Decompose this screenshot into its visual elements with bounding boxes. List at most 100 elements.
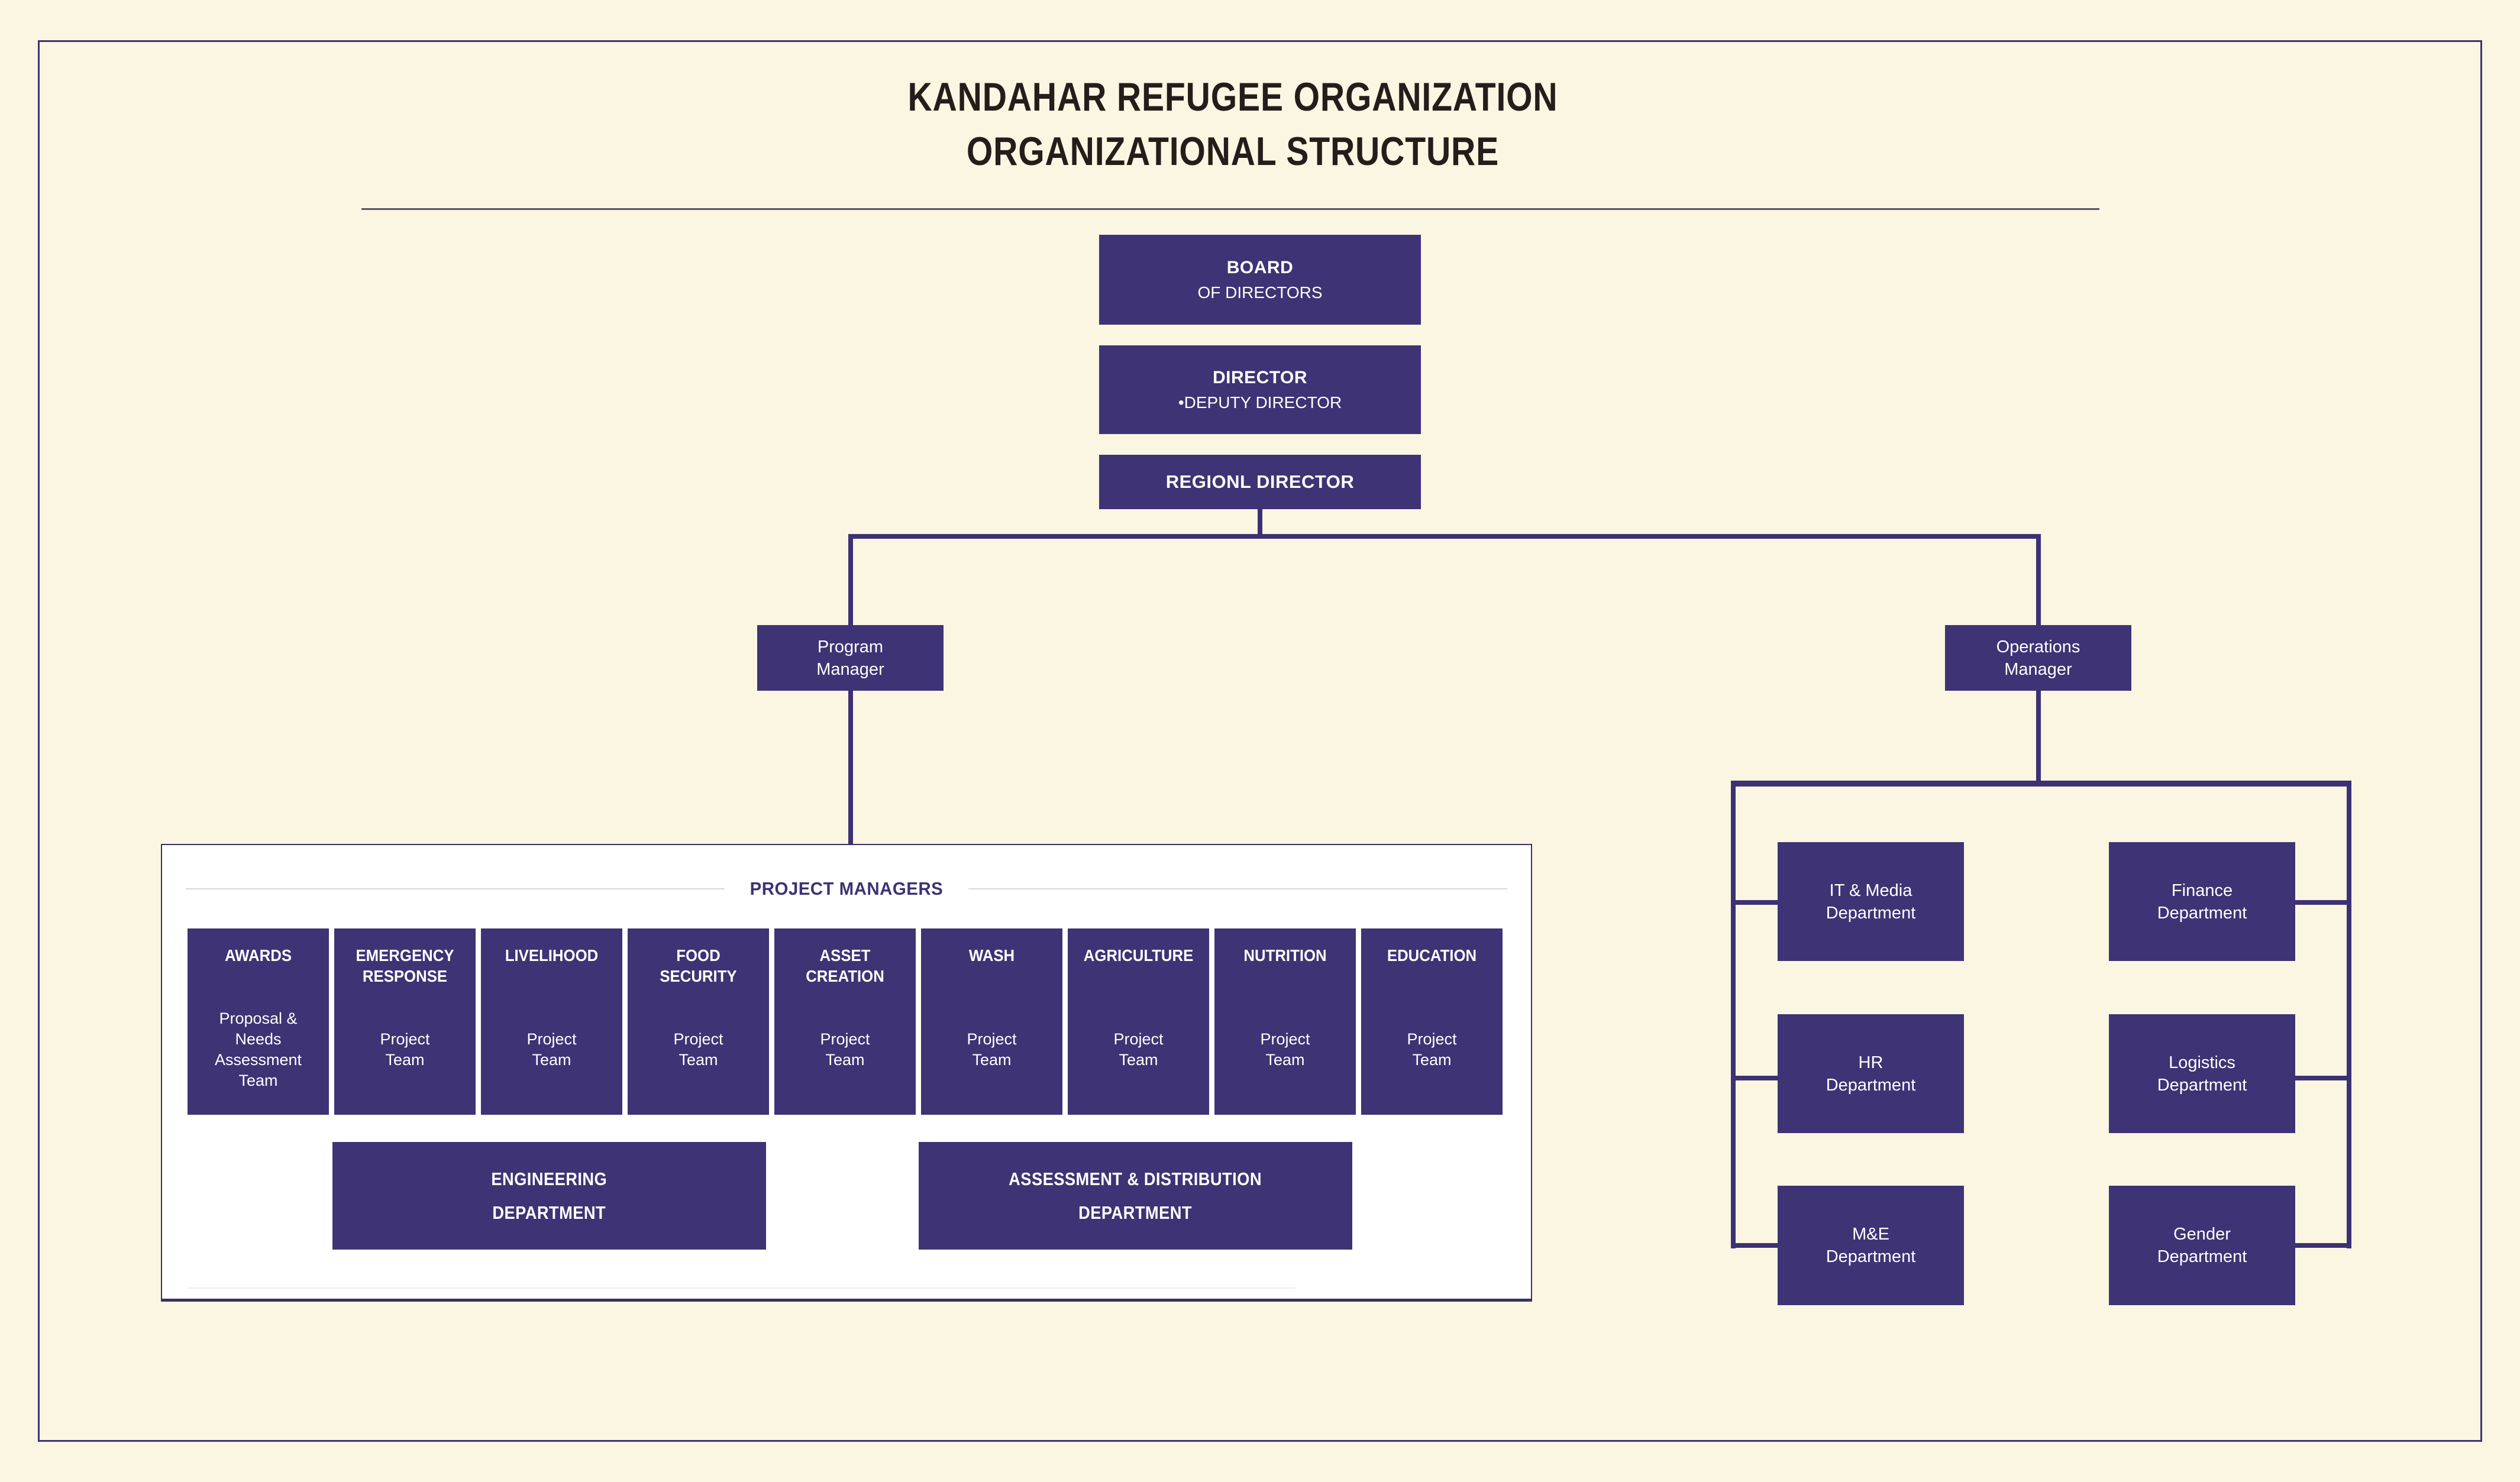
connector-operations-bracket-left <box>1731 781 1736 1248</box>
heading-rule-right <box>968 888 1507 889</box>
board-line2: OF DIRECTORS <box>1197 283 1323 302</box>
team-subtitle: Proposal & Needs Assessment Team <box>188 1008 329 1091</box>
connector-stub-it-media <box>1731 900 1779 905</box>
panel-footer-rule <box>188 1287 1295 1289</box>
team-box-agriculture: AGRICULTURE Project Team <box>1068 928 1209 1115</box>
dept-line1: ASSESSMENT & DISTRIBUTION <box>1009 1168 1262 1189</box>
team-subtitle-line: Team <box>679 1050 718 1069</box>
team-title: FOOD SECURITY <box>660 946 737 985</box>
board-line1: BOARD <box>1226 257 1294 277</box>
connector-stub-logistics <box>2294 1076 2351 1080</box>
team-subtitle-line: Project <box>820 1030 870 1048</box>
project-managers-heading: PROJECT MANAGERS <box>749 878 944 899</box>
page-title-line1: KANDAHAR REFUGEE ORGANIZATION <box>907 75 1558 119</box>
operations-manager-line1: Operations <box>1996 637 2080 656</box>
team-subtitle: Project Team <box>628 1029 769 1070</box>
finance-line2: Department <box>2157 903 2247 923</box>
team-subtitle-line: Project <box>1113 1030 1164 1048</box>
connector-operations-manager-to-bracket <box>2036 691 2041 782</box>
program-manager-line1: Program <box>817 637 884 656</box>
team-box-emergency-response: EMERGENCY RESPONSE Project Team <box>334 928 476 1115</box>
me-line1: M&E <box>1852 1225 1889 1244</box>
dept-box-assessment-distribution: ASSESSMENT & DISTRIBUTION DEPARTMENT <box>919 1142 1352 1250</box>
team-subtitle: Project Team <box>481 1029 622 1070</box>
node-director: DIRECTOR •DEPUTY DIRECTOR <box>1099 345 1421 434</box>
dept-box-engineering: ENGINEERING DEPARTMENT <box>332 1142 766 1250</box>
team-subtitle: Project Team <box>1214 1029 1356 1070</box>
team-title: EMERGENCY RESPONSE <box>356 946 454 985</box>
finance-line1: Finance <box>2171 881 2233 900</box>
team-box-nutrition: NUTRITION Project Team <box>1214 928 1356 1115</box>
team-subtitle-line: Proposal & <box>219 1009 298 1027</box>
team-subtitle-line: Team <box>972 1050 1012 1069</box>
node-logistics-department: Logistics Department <box>2109 1014 2295 1133</box>
director-line2: •DEPUTY DIRECTOR <box>1178 393 1342 412</box>
team-subtitle-line: Assessment <box>214 1050 302 1069</box>
node-hr-department: HR Department <box>1778 1014 1964 1133</box>
dept-assessment-text: ASSESSMENT & DISTRIBUTION DEPARTMENT <box>1009 1169 1262 1224</box>
team-title: ASSET CREATION <box>806 946 884 985</box>
connector-program-manager-drop <box>848 534 853 625</box>
team-subtitle-line: Project <box>967 1030 1017 1048</box>
team-subtitle-line: Project <box>1260 1030 1310 1048</box>
me-line2: Department <box>1826 1247 1916 1266</box>
team-subtitle: Project Team <box>1068 1029 1209 1070</box>
team-subtitle-line: Team <box>1119 1050 1158 1069</box>
node-board-of-directors: BOARD OF DIRECTORS <box>1099 235 1421 325</box>
node-me-department: M&E Department <box>1778 1186 1964 1305</box>
project-managers-heading-row: PROJECT MANAGERS <box>186 878 1507 899</box>
hr-line1: HR <box>1858 1053 1883 1072</box>
logistics-line2: Department <box>2157 1075 2247 1095</box>
title-divider-line <box>361 208 2099 210</box>
connector-stub-gender <box>2294 1243 2351 1248</box>
gender-line2: Department <box>2157 1247 2247 1266</box>
page-title: KANDAHAR REFUGEE ORGANIZATION ORGANIZATI… <box>197 70 2268 179</box>
dept-engineering-text: ENGINEERING DEPARTMENT <box>492 1169 608 1224</box>
dept-line2: DEPARTMENT <box>1078 1202 1193 1223</box>
team-box-awards: AWARDS Proposal & Needs Assessment Team <box>188 928 329 1115</box>
page-title-line2: ORGANIZATIONAL STRUCTURE <box>966 129 1500 174</box>
team-box-food-security: FOOD SECURITY Project Team <box>628 928 769 1115</box>
program-manager-line2: Manager <box>816 659 884 679</box>
it-media-line1: IT & Media <box>1829 881 1912 900</box>
connector-operations-manager-drop <box>2036 534 2041 625</box>
connector-operations-bracket-bar <box>1731 781 2351 787</box>
team-title: WASH <box>968 946 1015 965</box>
team-subtitle-line: Team <box>825 1050 865 1069</box>
team-subtitle-line: Project <box>673 1030 723 1048</box>
team-subtitle-line: Team <box>1412 1050 1452 1069</box>
team-subtitle: Project Team <box>774 1029 916 1070</box>
connector-operations-bracket-right <box>2347 781 2351 1248</box>
team-title: EDUCATION <box>1387 946 1477 965</box>
node-gender-department: Gender Department <box>2109 1186 2295 1305</box>
node-operations-manager: Operations Manager <box>1945 625 2131 691</box>
it-media-line2: Department <box>1826 903 1916 923</box>
operations-manager-line2: Manager <box>2004 659 2072 679</box>
connector-stub-me <box>1731 1243 1779 1248</box>
connector-stub-hr <box>1731 1076 1779 1080</box>
node-program-manager: Program Manager <box>757 625 944 691</box>
team-subtitle-line: Project <box>380 1030 430 1048</box>
heading-rule-left <box>186 888 725 889</box>
regional-director-label: REGIONL DIRECTOR <box>1165 471 1355 492</box>
team-subtitle-line: Team <box>238 1071 278 1089</box>
node-it-media-department: IT & Media Department <box>1778 842 1964 961</box>
gender-line1: Gender <box>2173 1225 2231 1244</box>
connector-program-manager-to-panel <box>848 691 853 844</box>
team-subtitle: Project Team <box>1361 1029 1503 1070</box>
team-box-livelihood: LIVELIHOOD Project Team <box>481 928 622 1115</box>
node-finance-department: Finance Department <box>2109 842 2295 961</box>
team-subtitle-line: Team <box>532 1050 571 1069</box>
team-subtitle-line: Needs <box>235 1030 282 1048</box>
dept-line1: ENGINEERING <box>491 1168 608 1189</box>
project-managers-panel: PROJECT MANAGERS AWARDS Proposal & Needs… <box>161 844 1532 1302</box>
team-subtitle-line: Project <box>526 1030 577 1048</box>
team-title: AWARDS <box>224 946 292 965</box>
connector-stub-finance <box>2294 900 2351 905</box>
team-box-asset-creation: ASSET CREATION Project Team <box>774 928 916 1115</box>
team-title: LIVELIHOOD <box>505 946 599 965</box>
team-subtitle: Project Team <box>334 1029 476 1070</box>
team-title: NUTRITION <box>1243 946 1327 965</box>
team-subtitle-line: Team <box>385 1050 425 1069</box>
